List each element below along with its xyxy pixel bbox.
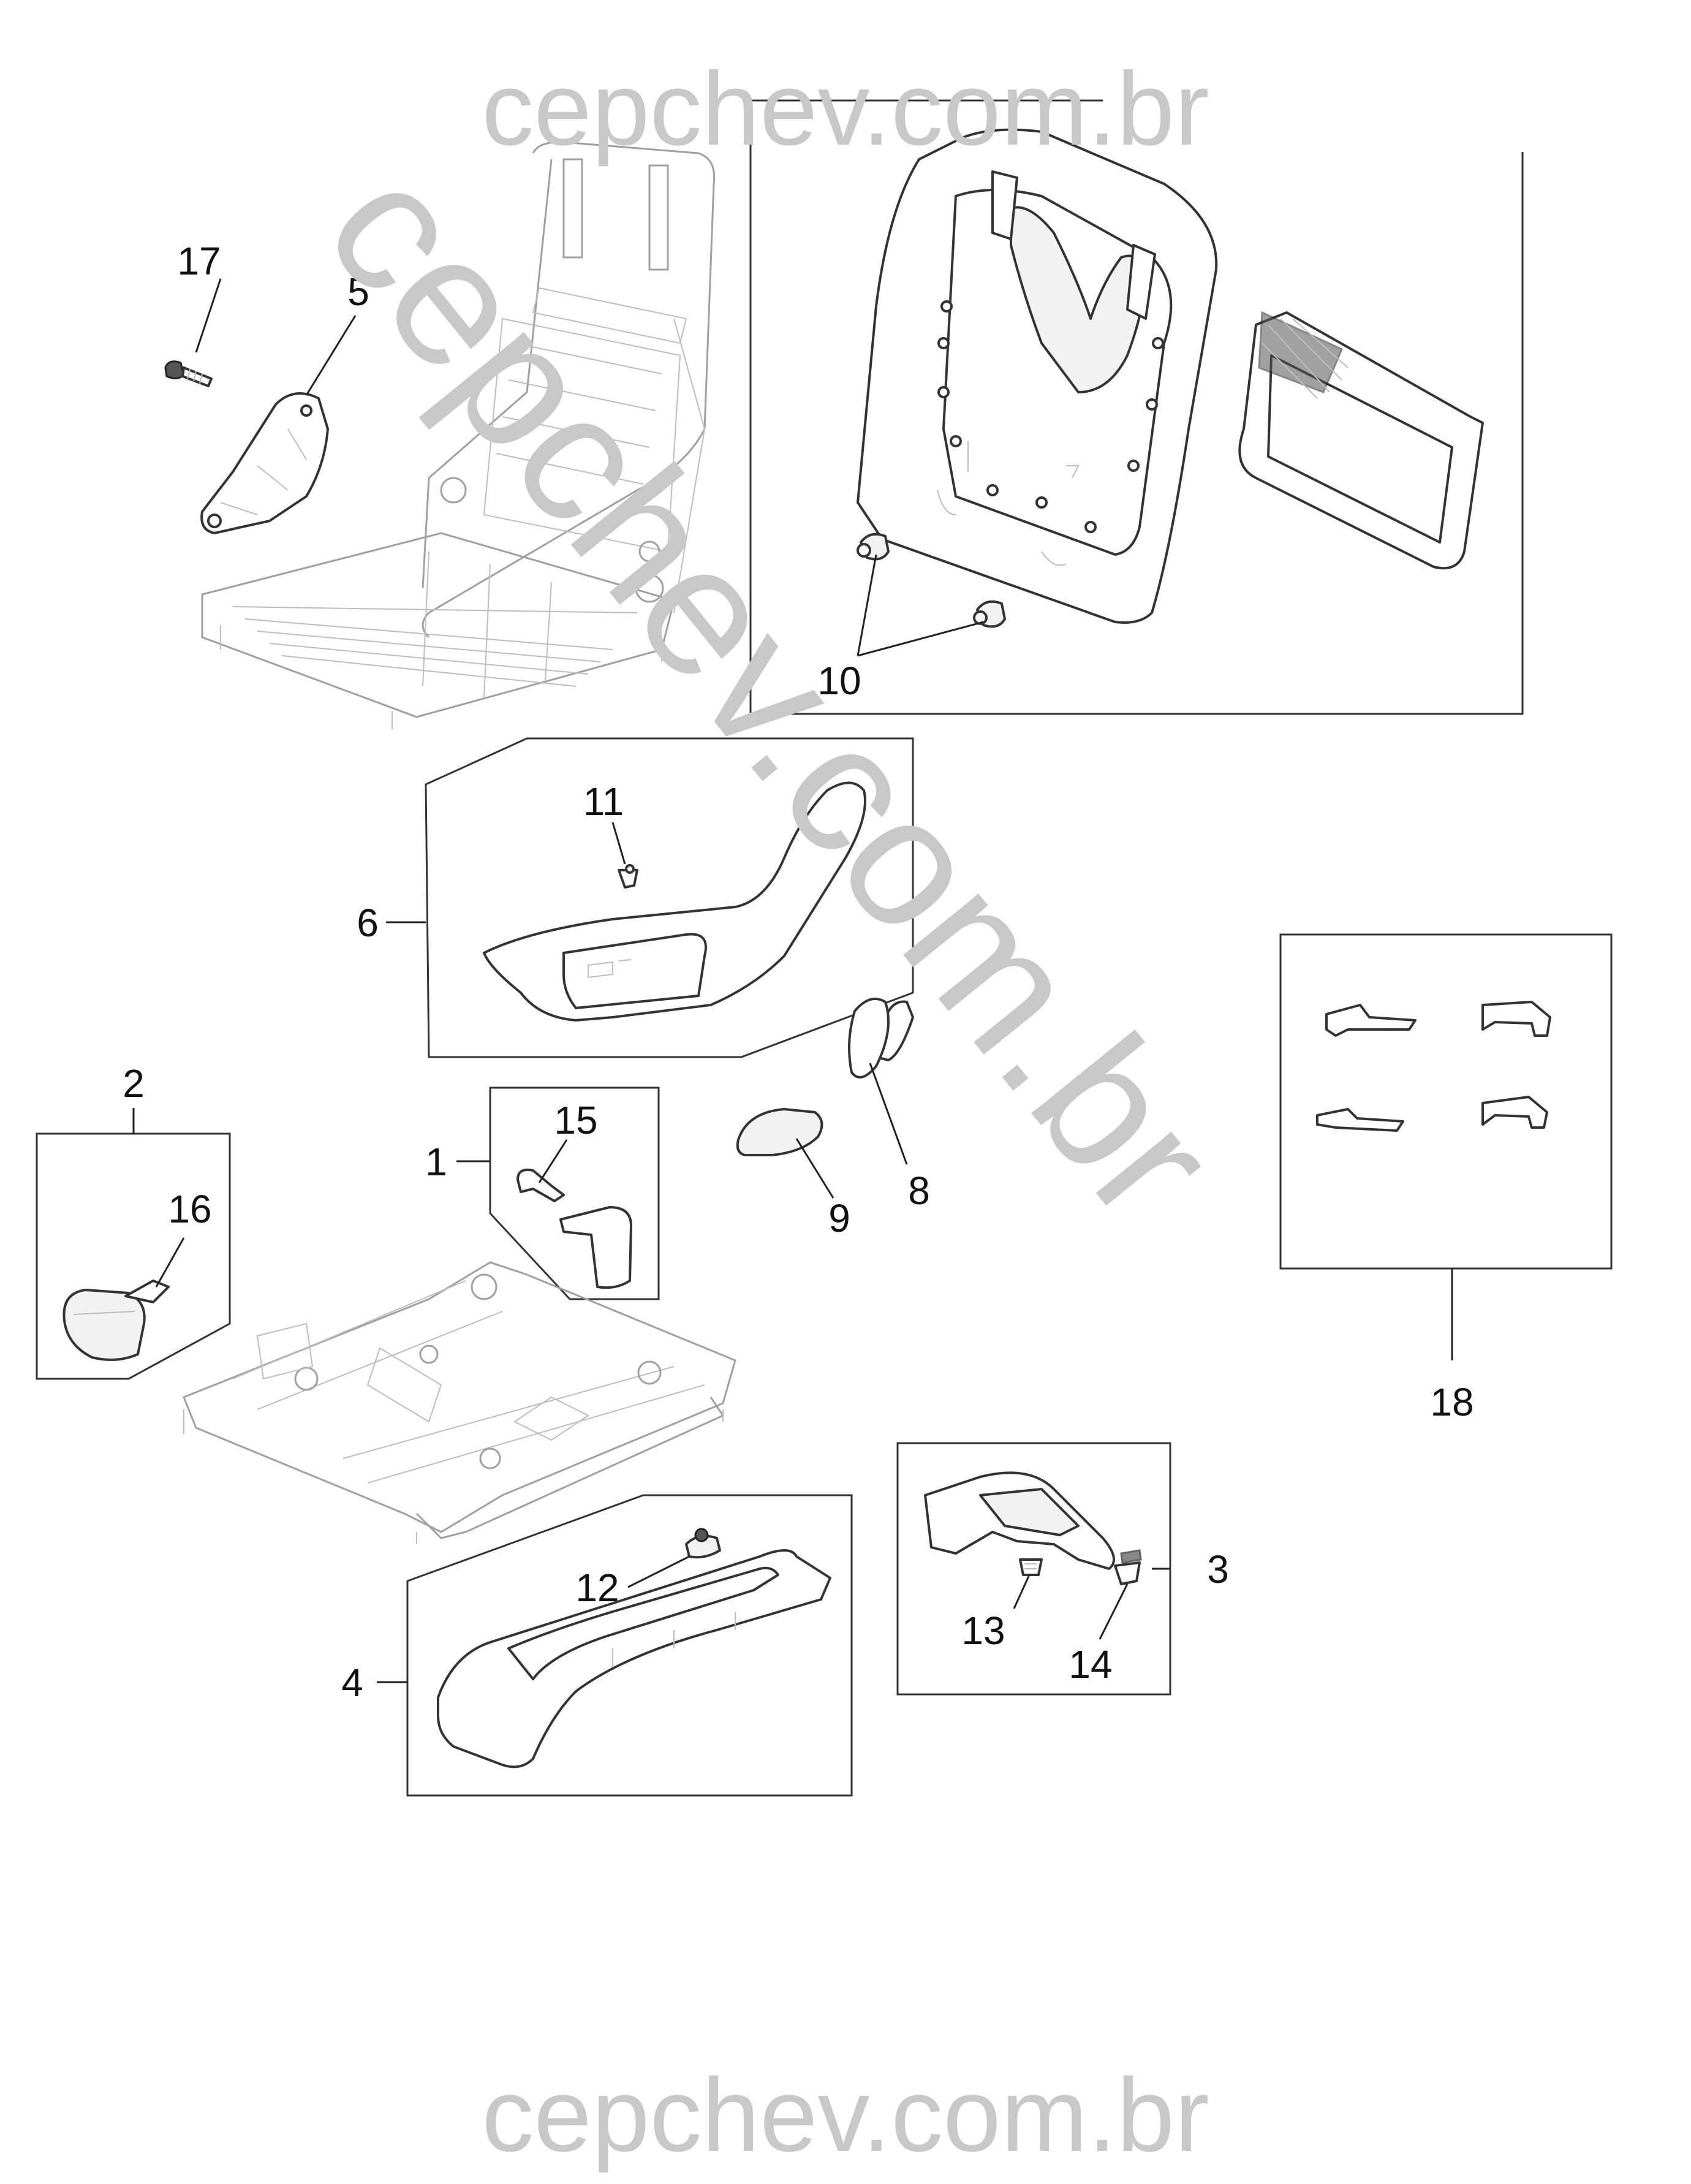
callout-2: 2 — [123, 1061, 145, 1105]
seat-back-frame — [201, 141, 716, 729]
part-12-push-pin — [685, 1528, 721, 1559]
callout-16: 16 — [168, 1187, 211, 1231]
part-3-recliner-cover — [924, 1471, 1115, 1570]
part-4-outer-trim — [437, 1549, 831, 1769]
callout-15: 15 — [554, 1098, 597, 1142]
callout-1: 1 — [425, 1140, 447, 1184]
watermark-bottom: cepchev.com.br — [482, 2057, 1209, 2174]
part-16-lever-cover — [62, 1280, 170, 1361]
part-11-fastener — [618, 864, 638, 889]
part-13-clip — [1019, 1558, 1043, 1576]
callout-11: 11 — [583, 779, 624, 824]
part-10-clips — [857, 533, 1006, 628]
outer-trim-box — [406, 1494, 853, 1797]
part-9-bezel — [736, 1108, 823, 1156]
callout-4: 4 — [341, 1661, 363, 1705]
part-15-clip — [516, 1169, 565, 1202]
part-1-cover — [559, 1206, 632, 1289]
callout-17: 17 — [177, 239, 221, 283]
callout-18: 18 — [1430, 1380, 1473, 1424]
part-6-side-trim — [483, 781, 866, 1022]
callout-6: 6 — [357, 901, 379, 945]
seat-back-net — [1238, 311, 1484, 570]
part-17-screw — [164, 360, 213, 387]
callout-9: 9 — [828, 1196, 850, 1240]
callout-3: 3 — [1207, 1547, 1229, 1591]
side-trim-box — [425, 737, 914, 1058]
watermark-top: cepchev.com.br — [482, 51, 1209, 167]
callout-10: 10 — [817, 659, 861, 703]
seat-back-panel — [857, 128, 1218, 624]
callout-13: 13 — [961, 1609, 1005, 1653]
adjuster-cover-box — [489, 1086, 660, 1300]
part-18-clips — [1316, 1001, 1551, 1132]
callout-8: 8 — [908, 1169, 930, 1213]
clips-box — [1279, 933, 1613, 1270]
callout-14: 14 — [1069, 1642, 1112, 1686]
lever-cover-box — [36, 1132, 231, 1380]
callout-12: 12 — [575, 1566, 619, 1610]
part-5-cover — [200, 392, 329, 534]
callout-5: 5 — [347, 270, 369, 314]
seat-back-panel-box — [749, 99, 1524, 715]
seat-adjuster-mechanism — [183, 1261, 736, 1544]
part-14-clip — [1114, 1549, 1142, 1585]
part-8-bezel — [848, 998, 914, 1079]
